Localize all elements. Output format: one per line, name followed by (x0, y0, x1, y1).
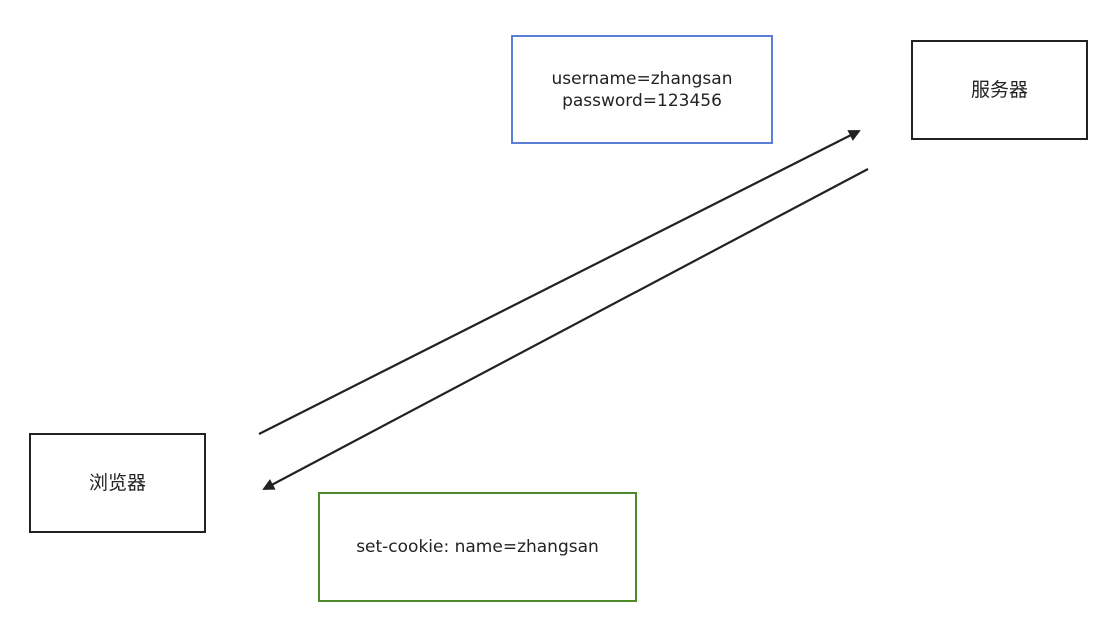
request-arrow (258, 130, 861, 435)
request-username-text: username=zhangsan (551, 68, 733, 89)
request-payload-box: username=zhangsan password=123456 (511, 35, 773, 144)
response-arrow (262, 168, 869, 490)
browser-node: 浏览器 (29, 433, 206, 533)
server-label: 服务器 (970, 79, 1028, 101)
request-password-text: password=123456 (562, 90, 722, 111)
server-node: 服务器 (911, 40, 1088, 140)
browser-label: 浏览器 (88, 472, 146, 494)
response-cookie-text: set-cookie: name=zhangsan (356, 537, 599, 557)
response-payload-box: set-cookie: name=zhangsan (318, 492, 637, 602)
